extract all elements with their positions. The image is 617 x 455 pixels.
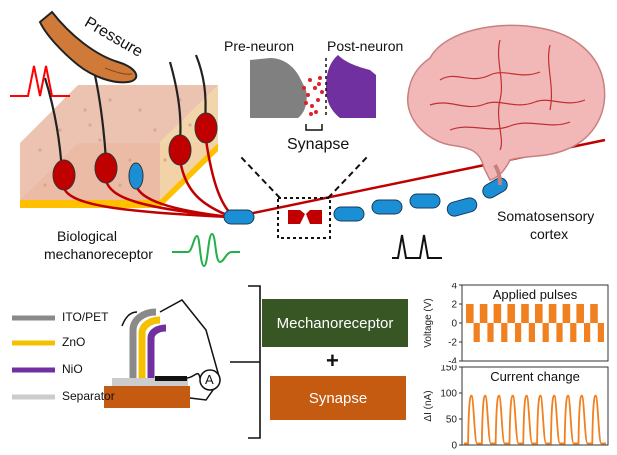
ammeter-icon	[199, 369, 221, 391]
pulse-low	[542, 323, 549, 342]
synapse-box: Synapse	[270, 376, 406, 420]
synapse-label: Synapse	[287, 136, 350, 153]
device-ito-layer	[129, 308, 157, 378]
pulse-high	[466, 304, 474, 323]
pulse-low	[514, 323, 522, 342]
legend-label-nio: NiO	[62, 362, 83, 376]
plus-sign: +	[326, 348, 339, 373]
y-tick-label: -2	[448, 338, 457, 349]
chart-title: Current change	[490, 369, 580, 384]
receptor-red-3	[168, 134, 192, 166]
y-tick-label: 0	[451, 441, 457, 452]
receptors	[52, 112, 218, 191]
pulse-high	[521, 304, 529, 323]
pulse-high	[479, 304, 488, 323]
device-separator	[112, 378, 188, 386]
axon-segments	[223, 177, 508, 225]
receptor-red-1	[52, 159, 76, 191]
y-axis-label: Voltage (V)	[423, 298, 434, 347]
y-axis-label: ΔI (nA)	[423, 390, 434, 421]
y-tick-label: 0	[451, 319, 457, 330]
pulse-low	[583, 323, 591, 342]
legend-label-separator: Separator	[62, 389, 115, 403]
device-legend	[12, 315, 55, 400]
receptor-red-2	[94, 152, 118, 184]
plot-frame	[461, 366, 609, 446]
mechanoreceptor-box: Mechanoreceptor	[262, 299, 408, 347]
pulse-high	[507, 304, 515, 323]
chart-current-change: 0 50 100 150 ΔI (nA) Current change	[423, 365, 609, 452]
device-nio-layer	[147, 324, 167, 378]
pulse-low	[570, 323, 577, 342]
ammeter-label: A	[205, 372, 214, 387]
green-pulse-icon	[172, 232, 240, 268]
current-trace	[464, 394, 606, 445]
legend-label-ito: ITO/PET	[62, 310, 109, 324]
y-tick-label: 100	[440, 389, 457, 400]
finger-icon	[38, 10, 138, 84]
cortex-label: cortex	[530, 226, 569, 242]
biological-label: Biological	[57, 228, 117, 244]
pulse-low	[597, 323, 604, 342]
y-tick-label: -4	[448, 357, 457, 364]
receptor-red-4	[194, 112, 218, 144]
action-potential-icon	[392, 234, 442, 259]
device	[104, 299, 221, 408]
post-neuron-label: Post-neuron	[327, 38, 404, 54]
pulse-low	[556, 323, 563, 342]
brain-icon	[407, 24, 606, 186]
pulse-high	[535, 304, 543, 323]
red-pulse-icon	[10, 65, 70, 97]
synapse-mini	[277, 197, 331, 239]
pulse-high	[493, 304, 502, 323]
zoom-line-left	[239, 155, 281, 199]
pulse-high	[590, 304, 598, 323]
pulse-high	[576, 304, 584, 323]
pre-neuron-label: Pre-neuron	[224, 38, 295, 54]
chart-title: Applied pulses	[493, 287, 578, 302]
pulse-low	[473, 323, 480, 342]
bracket	[230, 285, 261, 439]
device-substrate	[104, 386, 190, 408]
pulse-high	[562, 304, 571, 323]
receptor-blue	[128, 162, 144, 190]
y-tick-label: 50	[446, 415, 458, 426]
mechanoreceptor-label: mechanoreceptor	[44, 246, 153, 262]
y-tick-label: 2	[451, 300, 457, 311]
pulse-low	[487, 323, 494, 342]
synapse-inset	[250, 55, 376, 131]
somatosensory-label: Somatosensory	[497, 208, 595, 224]
legend-label-zno: ZnO	[62, 335, 86, 349]
pulse-low	[501, 323, 508, 342]
device-zno-layer	[138, 316, 161, 378]
y-tick-label: 4	[451, 283, 457, 292]
y-tick-label: 150	[440, 365, 457, 374]
skin-base-side	[160, 143, 218, 208]
pulse-high	[548, 304, 557, 323]
pulse-low	[528, 323, 535, 342]
skin-texture	[38, 98, 192, 187]
